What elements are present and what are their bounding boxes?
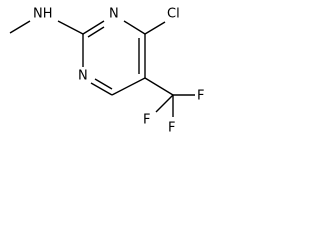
bond-c2-n1 <box>82 20 105 35</box>
bond-c4-n3 <box>90 82 113 96</box>
bond-n1-c6 <box>123 20 146 35</box>
bond-c5-c4 <box>111 77 146 96</box>
bond-c4-n3-inner <box>94 78 113 90</box>
bond-cf3-f-left <box>155 94 174 113</box>
bond-nh-c2 <box>57 20 84 35</box>
atom-f-right: F <box>197 89 204 104</box>
atom-nh: NH <box>33 7 53 22</box>
chemical-structure: NH N N Cl F F F <box>9 7 204 136</box>
atom-f-left: F <box>143 113 150 128</box>
atom-cl: Cl <box>167 7 180 22</box>
atom-n1: N <box>109 7 119 22</box>
bond-methyl-nh <box>9 20 31 34</box>
bond-c2-n1-inner <box>87 26 105 38</box>
bond-c5-cf3 <box>144 77 174 96</box>
atom-n3: N <box>78 69 88 84</box>
bond-c6-cl <box>144 21 166 35</box>
atom-f-bottom: F <box>168 121 175 136</box>
